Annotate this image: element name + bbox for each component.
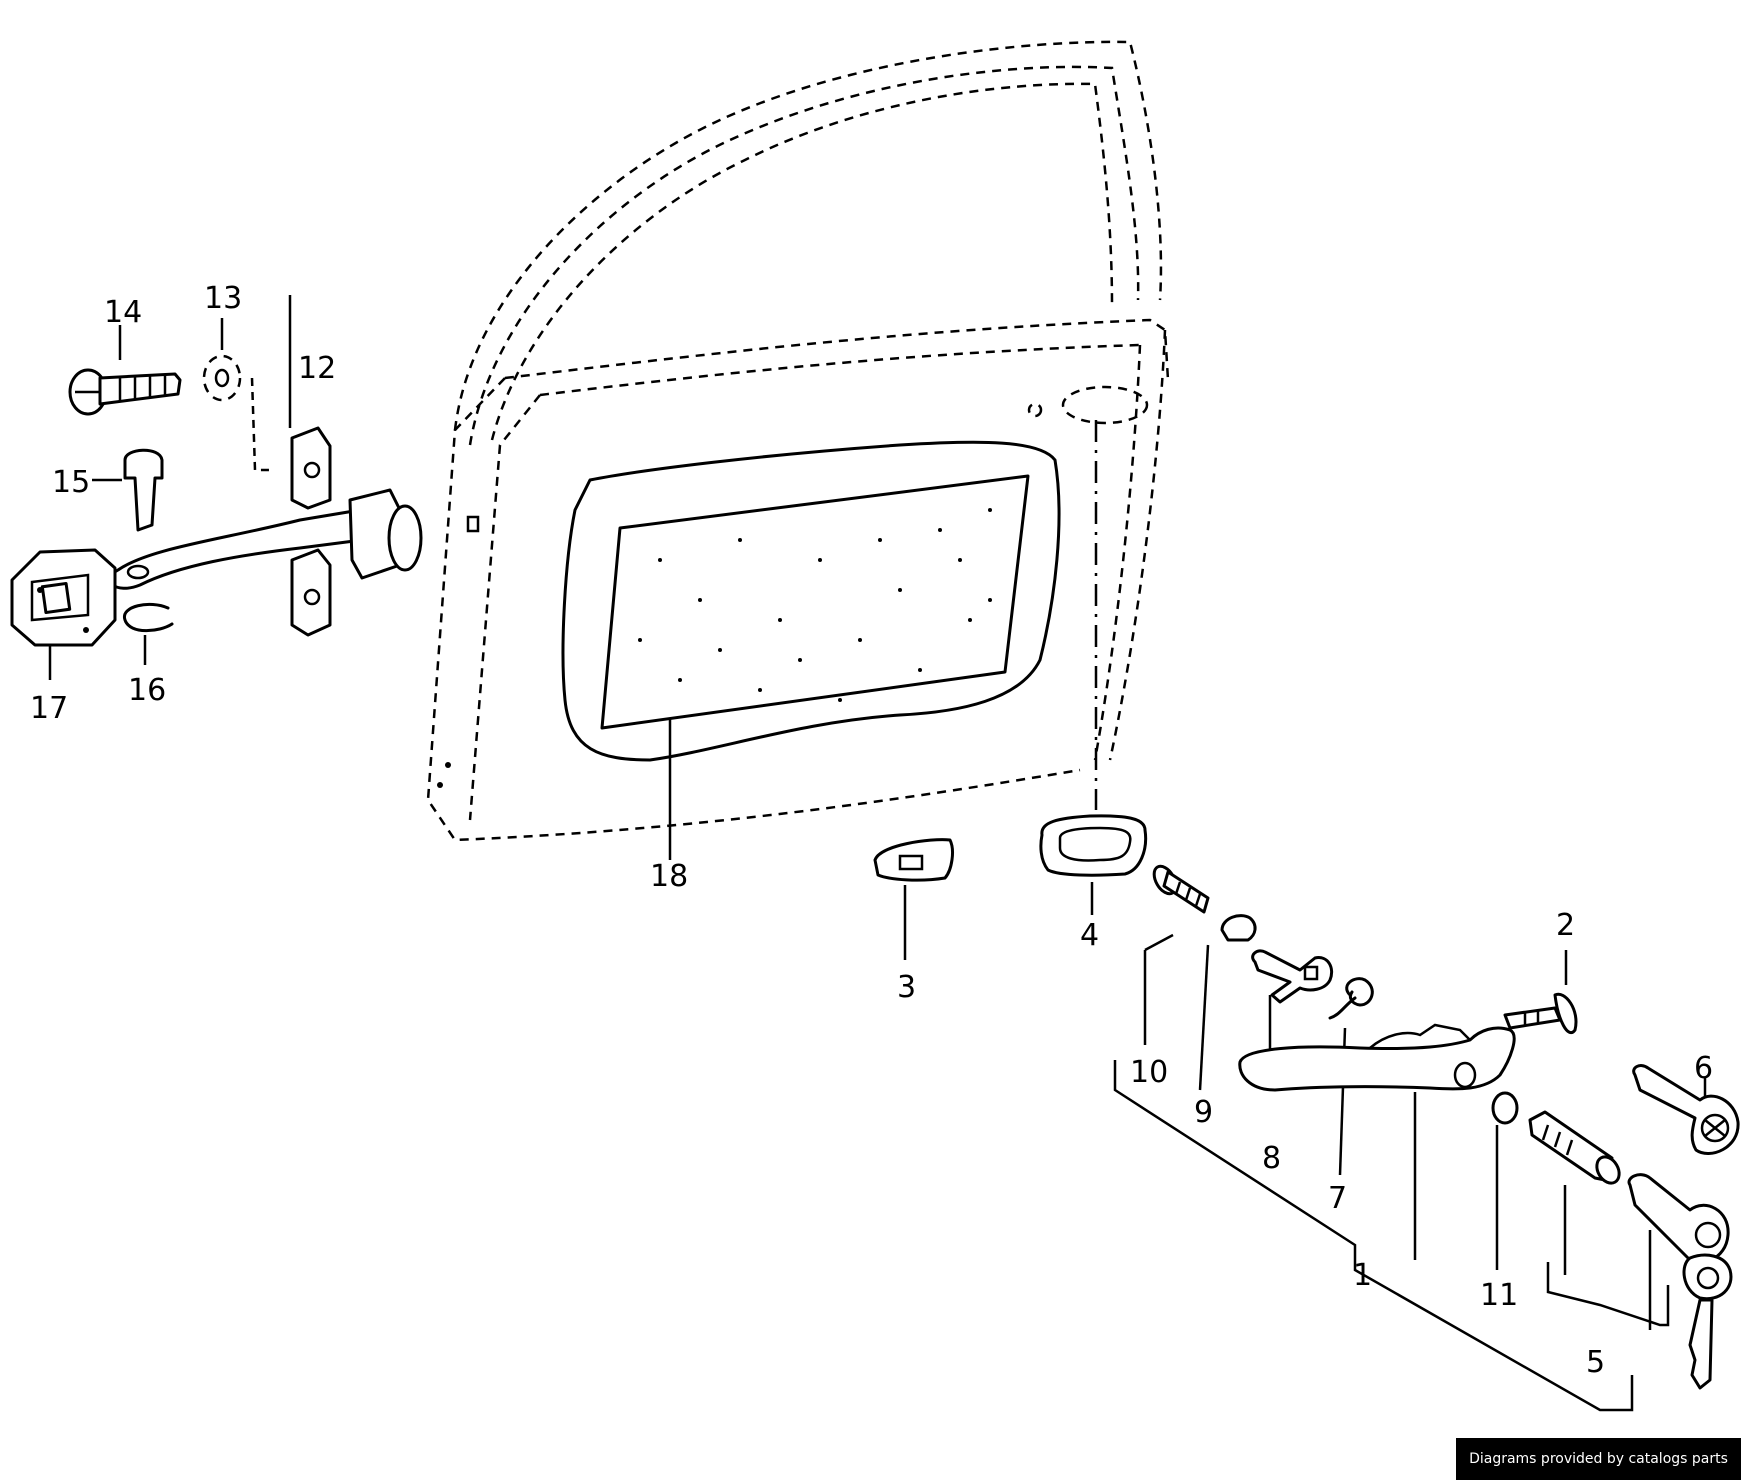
part-8-lever [1251,949,1334,1080]
label-part-16: 16 [128,673,166,708]
label-part-1: 1 [1353,1258,1372,1293]
part-14-bolt [68,325,182,416]
part-1-handle [1113,1023,1634,1412]
door-outline [426,40,1170,842]
label-part-17: 17 [30,691,68,726]
label-part-18: 18 [650,859,688,894]
part-4-handle-gasket [1039,420,1148,915]
part-15-pin [92,448,164,532]
part-9-cap [1198,914,1257,1091]
label-part-11: 11 [1480,1278,1518,1313]
label-part-4: 4 [1080,918,1099,953]
label-part-3: 3 [897,970,916,1005]
part-2-screw [1503,950,1578,1034]
part-3-gasket [873,838,954,960]
part-16-clip [123,602,174,665]
part-13-washer [202,318,270,472]
credit-banner: Diagrams provided by catalogs parts [1456,1438,1741,1480]
label-part-15: 15 [52,465,90,500]
label-part-7: 7 [1328,1181,1347,1216]
label-part-2: 2 [1556,908,1575,943]
label-part-10: 10 [1130,1055,1168,1090]
part-labels: 1 2 3 4 5 6 7 8 9 10 11 12 13 14 15 16 1… [30,281,1713,1380]
label-part-13: 13 [204,281,242,316]
label-part-14: 14 [104,295,142,330]
credit-text: Diagrams provided by catalogs parts [1469,1451,1728,1467]
part-5-key-set [1627,1173,1733,1390]
part-10-screw [1143,864,1210,1045]
label-part-9: 9 [1194,1095,1213,1130]
label-part-8: 8 [1262,1141,1281,1176]
label-part-5: 5 [1586,1345,1605,1380]
label-part-6: 6 [1694,1051,1713,1086]
part-6-key [1632,1064,1740,1155]
part-17-plate [10,548,117,680]
part-5-lock-cylinder [1528,1110,1670,1327]
part-12-check-strap [108,295,423,637]
label-part-12: 12 [298,351,336,386]
part-18-membrane [561,440,1061,860]
part-11-seal [1491,1091,1519,1270]
